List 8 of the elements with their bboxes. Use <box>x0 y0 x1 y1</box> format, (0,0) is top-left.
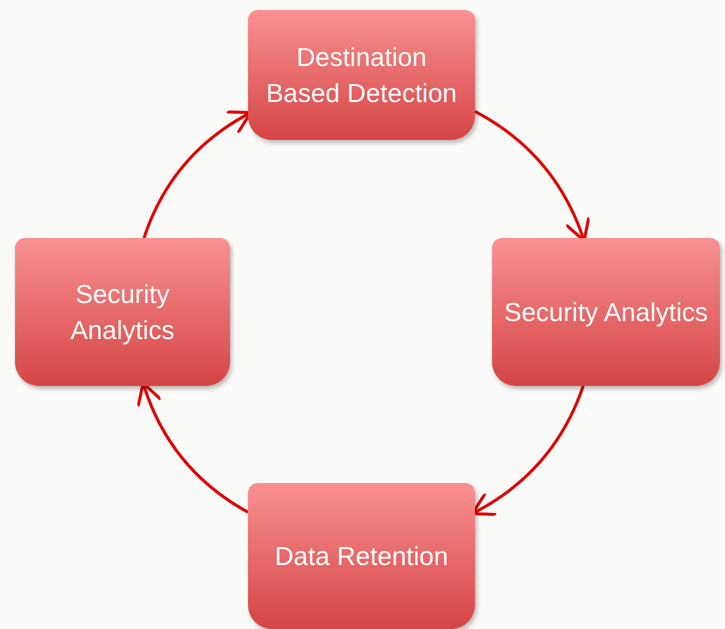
box-label: Security Analytics <box>69 278 176 347</box>
process-box <box>248 10 475 140</box>
box-label: Security Analytics <box>504 296 708 329</box>
process-box <box>15 238 230 386</box>
process-box <box>492 238 720 386</box>
process-box <box>248 483 475 629</box>
box-label: Destination Based Detection <box>265 41 458 110</box>
box-label: Data Retention <box>274 540 448 573</box>
